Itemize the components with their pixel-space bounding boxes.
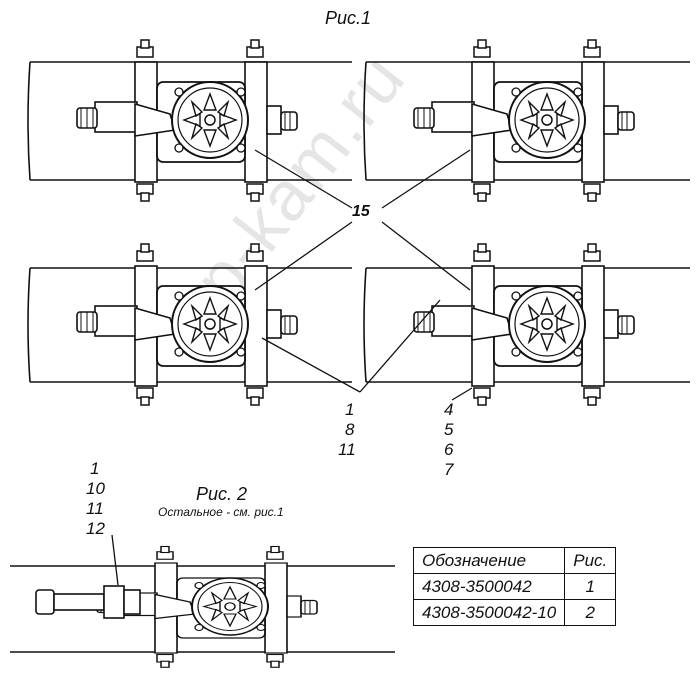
table-header-row: Обозначение Рис.	[412, 547, 617, 574]
callout-1: 1	[345, 400, 355, 419]
figure-2-note: Остальное - см. рис.1	[158, 505, 284, 519]
designation-table: Обозначение Рис. 4308-3500042 1 4308-350…	[412, 547, 617, 626]
fig2-callout-10: 10	[86, 479, 105, 498]
table-row: 4308-3500042 1	[412, 573, 617, 600]
figure-2-title: Рис. 2	[196, 484, 248, 504]
table-row: 4308-3500042-10 2	[412, 599, 617, 626]
cell-figure: 2	[564, 599, 617, 626]
callout-8: 8	[345, 420, 355, 439]
header-designation: Обозначение	[412, 547, 566, 574]
valve-fig1-top-left	[76, 39, 298, 202]
fig2-callout-11: 11	[86, 499, 104, 518]
callout-5: 5	[444, 420, 454, 439]
callout-7: 7	[444, 460, 454, 479]
callout-11: 11	[338, 440, 356, 459]
cell-designation: 4308-3500042-10	[412, 599, 566, 626]
fig2-inlet-pipe	[35, 585, 141, 619]
cell-figure: 1	[564, 573, 617, 600]
callout-15: 15	[352, 203, 370, 220]
callout-4: 4	[444, 400, 454, 419]
fig2-callout-12: 12	[86, 519, 105, 538]
header-figure: Рис.	[564, 547, 617, 574]
fig2-callout-1: 1	[90, 459, 100, 478]
figure-1-title: Рис.1	[325, 8, 372, 28]
callout-6: 6	[444, 440, 454, 459]
leader-lines-groups	[111, 299, 473, 586]
valve-fig1-top-right	[413, 39, 635, 202]
frame-rails	[10, 61, 690, 653]
cell-designation: 4308-3500042	[412, 573, 566, 600]
leader-lines-15	[254, 149, 471, 291]
